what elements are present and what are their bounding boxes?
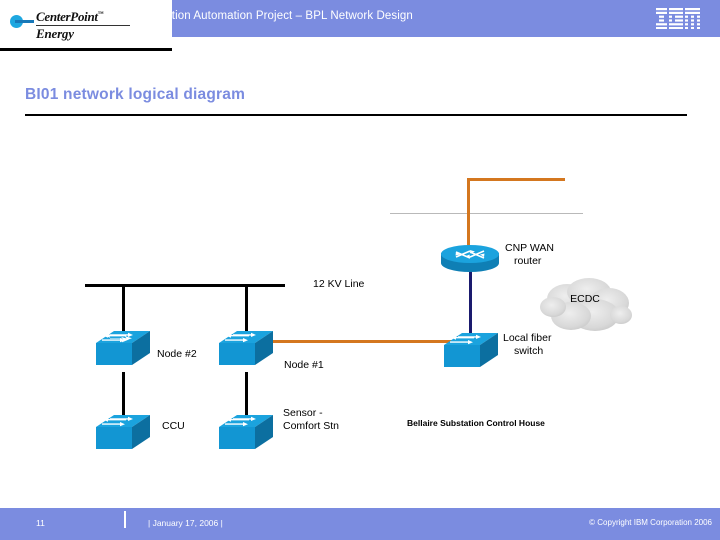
local-fiber-switch-icon: [442, 331, 500, 373]
header-banner: [110, 0, 720, 37]
power-line-label: 12 KV Line: [313, 278, 365, 290]
power-bus-12kv: [85, 284, 285, 287]
boundary-line: [390, 213, 583, 214]
drop-bus-to-node2: [122, 284, 125, 331]
link-cloud-to-router-vertical: [467, 178, 470, 250]
page-title: BI01 network logical diagram: [25, 86, 246, 103]
local-fiber-switch-label: Local fiber switch: [503, 332, 551, 358]
node1-label: Node #1: [284, 359, 324, 371]
ccu-label: CCU: [162, 420, 185, 432]
sensor-label-line2: Comfort Stn: [283, 420, 340, 432]
router-label-line1: CNP WAN: [505, 242, 555, 254]
ecdc-cloud-icon: [537, 275, 633, 337]
centerpoint-energy-logo: CenterPoint™ Energy: [0, 0, 172, 51]
drop-bus-to-node1: [245, 284, 248, 331]
sensor-switch-icon: [217, 413, 275, 455]
link-cloud-to-router-horizontal: [467, 178, 565, 181]
header-title: Distribution Automation Project – BPL Ne…: [132, 10, 413, 22]
centerpoint-rule: [36, 25, 130, 26]
link-router-to-fiber-switch: [469, 270, 472, 343]
footer-bar: 11 | January 17, 2006 | © Copyright IBM …: [0, 508, 720, 540]
footer-copyright: © Copyright IBM Corporation 2006: [589, 518, 712, 527]
header-underline: [0, 48, 172, 51]
network-diagram: ECDC CNP: [0, 125, 720, 500]
centerpoint-wordmark-line1: CenterPoint™: [36, 9, 104, 24]
region-label: Bellaire Substation Control House: [407, 418, 545, 428]
footer-date: | January 17, 2006 |: [148, 518, 223, 528]
node2-label: Node #2: [157, 348, 197, 360]
slide-number: 11: [36, 518, 45, 528]
link-node1-to-fiber-switch: [265, 340, 465, 343]
ibm-logo: [656, 8, 708, 29]
router-label-line2: router: [514, 255, 542, 267]
sensor-label: Sensor - Comfort Stn: [283, 407, 339, 433]
trademark-icon: ™: [97, 11, 104, 18]
cnp-wan-router-label: CNP WAN router: [505, 242, 554, 268]
cnp-wan-router-icon: [440, 243, 500, 273]
centerpoint-mark-icon: [10, 14, 34, 28]
drop-node1-to-sensor: [245, 372, 248, 416]
fiber-switch-label-line2: switch: [514, 345, 544, 357]
ecdc-cloud-label: ECDC: [570, 293, 600, 305]
title-rule: [25, 114, 687, 116]
ccu-switch-icon: [94, 413, 152, 455]
sensor-label-line1: Sensor -: [283, 407, 323, 419]
node2-switch-icon: [94, 329, 152, 371]
node1-switch-icon: [217, 329, 275, 371]
fiber-switch-label-line1: Local fiber: [503, 332, 552, 344]
drop-node2-to-ccu: [122, 372, 125, 416]
footer-divider: [124, 511, 126, 528]
centerpoint-wordmark-line2: Energy: [36, 26, 74, 41]
